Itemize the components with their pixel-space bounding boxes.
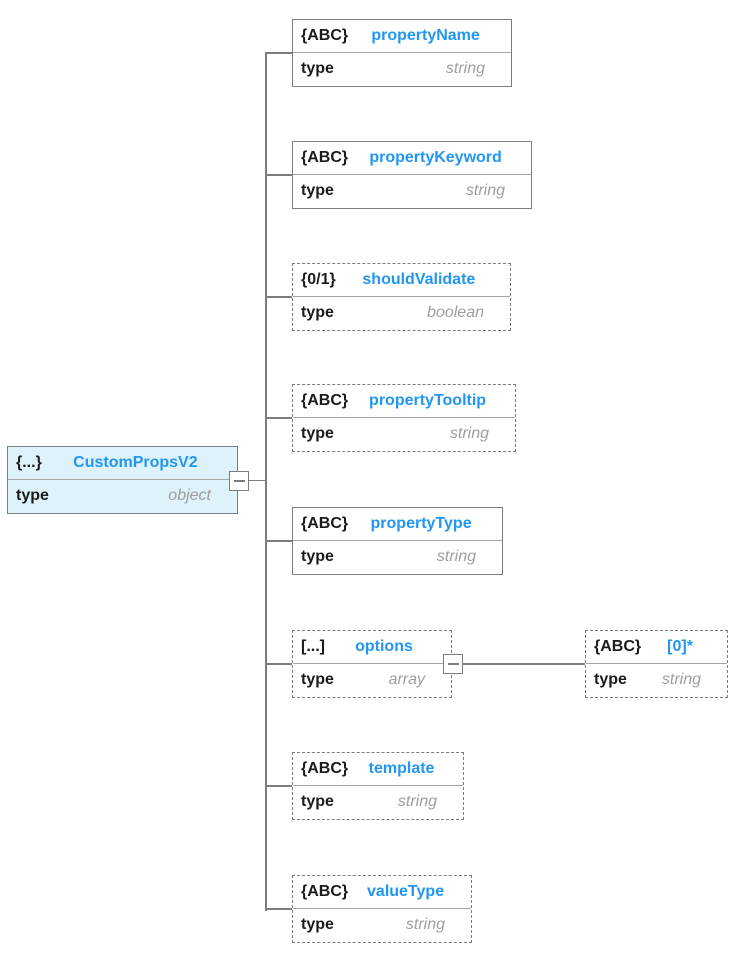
minus-icon xyxy=(233,480,245,482)
string-glyph: {ABC} xyxy=(301,883,349,900)
connector-stub xyxy=(265,52,292,54)
type-label: type xyxy=(301,548,334,565)
schema-node-template[interactable]: {ABC} template type string xyxy=(292,752,464,820)
type-label: type xyxy=(301,425,334,442)
type-label: type xyxy=(301,304,334,321)
connector-stub xyxy=(265,663,292,665)
connector-stub xyxy=(265,417,292,419)
schema-node-propertyKeyword[interactable]: {ABC} propertyKeyword type string xyxy=(292,141,532,209)
node-title: propertyKeyword xyxy=(369,149,502,166)
type-value: boolean xyxy=(427,304,484,321)
node-title: [0]* xyxy=(667,638,693,655)
node-title: template xyxy=(368,760,435,777)
collapse-button-root[interactable] xyxy=(229,471,249,491)
type-label: type xyxy=(301,671,334,688)
type-value: string xyxy=(465,182,505,199)
string-glyph: {ABC} xyxy=(594,638,642,655)
node-title: propertyType xyxy=(370,515,472,532)
array-glyph: [...] xyxy=(301,638,325,655)
node-title: valueType xyxy=(367,883,445,900)
type-value: string xyxy=(405,916,445,933)
connector-stub xyxy=(265,296,292,298)
collapse-button-options[interactable] xyxy=(443,654,463,674)
type-label: type xyxy=(301,916,334,933)
type-value: object xyxy=(168,487,211,504)
node-title: propertyTooltip xyxy=(369,392,487,409)
type-label: type xyxy=(301,182,334,199)
type-label: type xyxy=(301,793,334,810)
string-glyph: {ABC} xyxy=(301,27,349,44)
schema-node-options-item-0[interactable]: {ABC} [0]* type string xyxy=(585,630,728,698)
connector-root-stub xyxy=(238,479,266,481)
connector-stub xyxy=(265,785,292,787)
type-label: type xyxy=(16,487,49,504)
schema-node-CustomPropsV2[interactable]: {...} CustomPropsV2 type object xyxy=(7,446,238,514)
type-value: string xyxy=(397,793,437,810)
schema-node-shouldValidate[interactable]: {0/1} shouldValidate type boolean xyxy=(292,263,511,331)
type-value: string xyxy=(661,671,701,688)
schema-node-propertyName[interactable]: {ABC} propertyName type string xyxy=(292,19,512,87)
type-value: string xyxy=(445,60,485,77)
schema-node-propertyType[interactable]: {ABC} propertyType type string xyxy=(292,507,503,575)
string-glyph: {ABC} xyxy=(301,392,349,409)
node-title: shouldValidate xyxy=(362,271,476,288)
type-label: type xyxy=(301,60,334,77)
boolean-glyph: {0/1} xyxy=(301,271,336,288)
schema-node-propertyTooltip[interactable]: {ABC} propertyTooltip type string xyxy=(292,384,516,452)
node-title: CustomPropsV2 xyxy=(73,454,198,471)
schema-node-options[interactable]: [...] options type array xyxy=(292,630,452,698)
connector-stub xyxy=(265,174,292,176)
connector-options-item xyxy=(452,663,585,665)
string-glyph: {ABC} xyxy=(301,149,349,166)
type-value: string xyxy=(436,548,476,565)
type-value: string xyxy=(449,425,489,442)
connector-stub xyxy=(265,540,292,542)
type-value: array xyxy=(388,671,425,688)
string-glyph: {ABC} xyxy=(301,760,349,777)
minus-icon xyxy=(447,663,459,665)
node-title: propertyName xyxy=(371,27,480,44)
type-label: type xyxy=(594,671,627,688)
schema-node-valueType[interactable]: {ABC} valueType type string xyxy=(292,875,472,943)
string-glyph: {ABC} xyxy=(301,515,349,532)
connector-trunk xyxy=(265,52,267,911)
connector-stub xyxy=(265,908,292,910)
object-glyph: {...} xyxy=(16,454,42,471)
node-title: options xyxy=(355,638,413,655)
